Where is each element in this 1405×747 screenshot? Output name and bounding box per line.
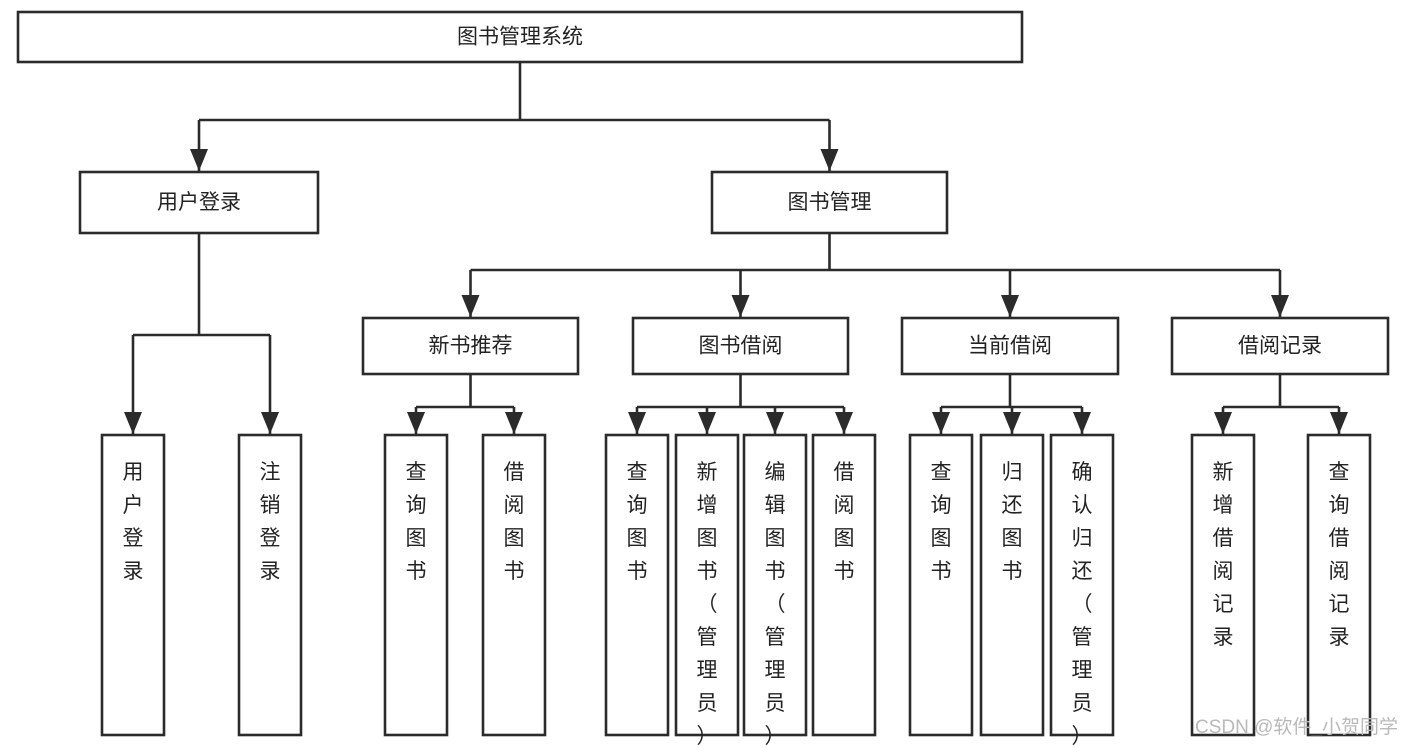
node-leaf-return-book[interactable]: 归还图书 (979, 433, 1045, 737)
node-label: 用户登录 (123, 461, 144, 583)
arrow-head-icon (124, 412, 142, 434)
node-leaf-edit-book[interactable]: 编辑图书（管理员） (742, 433, 808, 747)
node-leaf-add-record[interactable]: 新增借阅记录 (1190, 433, 1256, 737)
arrow-head-icon (1214, 412, 1232, 434)
node-leaf-query-record[interactable]: 查询借阅记录 (1306, 433, 1372, 737)
node-user-login[interactable]: 用户登录 (78, 170, 320, 235)
node-leaf-add-book[interactable]: 新增图书（管理员） (674, 433, 740, 747)
node-label: 查询图书 (406, 461, 427, 583)
node-label: 查询借阅记录 (1329, 461, 1350, 649)
arrow-head-icon (731, 295, 750, 317)
node-label: 确认归还（管理员） (1072, 461, 1093, 747)
node-label: 当前借阅 (968, 335, 1052, 358)
node-layer: 图书管理系统用户登录图书管理新书推荐图书借阅当前借阅借阅记录用户登录注销登录查询… (16, 10, 1390, 747)
node-label: 图书管理 (788, 191, 872, 214)
arrow-head-icon (766, 412, 784, 434)
node-label: 归还图书 (1002, 461, 1023, 583)
node-leaf-confirm-return[interactable]: 确认归还（管理员） (1049, 433, 1115, 747)
node-label: 借阅图书 (834, 461, 855, 583)
node-label: 新增借阅记录 (1213, 461, 1234, 649)
node-label: 查询图书 (931, 461, 952, 583)
arrow-head-icon (628, 412, 646, 434)
node-label: 借阅图书 (504, 461, 525, 583)
node-leaf-query-book-2[interactable]: 查询图书 (604, 433, 670, 737)
arrow-head-icon (261, 412, 279, 434)
node-leaf-user-logout[interactable]: 注销登录 (237, 433, 303, 737)
arrow-head-icon (932, 412, 950, 434)
node-label: 编辑图书（管理员） (765, 461, 786, 747)
node-label: 图书管理系统 (457, 26, 583, 49)
arrow-head-icon (1271, 295, 1289, 317)
node-leaf-borrow-book-1[interactable]: 借阅图书 (481, 433, 547, 737)
node-label: 用户登录 (157, 191, 241, 214)
arrow-head-icon (461, 295, 480, 317)
arrow-head-icon (1003, 412, 1021, 434)
node-leaf-query-book-1[interactable]: 查询图书 (383, 433, 449, 737)
arrow-head-icon (190, 149, 208, 171)
arrow-head-icon (1001, 295, 1019, 317)
node-label: 查询图书 (627, 461, 648, 583)
arrow-head-icon (1330, 412, 1348, 434)
node-label: 借阅记录 (1238, 335, 1322, 358)
arrow-head-icon (820, 149, 839, 171)
arrow-head-icon (407, 412, 425, 434)
arrow-head-icon (505, 412, 523, 434)
node-borrow-record[interactable]: 借阅记录 (1170, 316, 1390, 376)
node-label: 新书推荐 (429, 335, 513, 358)
node-new-book-recommend[interactable]: 新书推荐 (361, 316, 580, 376)
arrow-head-icon (835, 412, 853, 434)
node-leaf-user-login[interactable]: 用户登录 (100, 433, 166, 737)
node-book-borrow[interactable]: 图书借阅 (631, 316, 850, 376)
node-label: 注销登录 (260, 461, 281, 583)
watermark-layer: CSDN @软件_小贺同学 (1195, 716, 1398, 738)
node-label: 新增图书（管理员） (697, 461, 718, 747)
node-leaf-query-book-3[interactable]: 查询图书 (908, 433, 974, 737)
csdn-watermark: CSDN @软件_小贺同学 (1195, 716, 1398, 738)
connector-layer (124, 62, 1348, 434)
node-leaf-borrow-book-2[interactable]: 借阅图书 (811, 433, 877, 737)
arrow-head-icon (698, 412, 716, 434)
node-label: 图书借阅 (699, 335, 783, 358)
node-book-management[interactable]: 图书管理 (710, 170, 949, 235)
node-root[interactable]: 图书管理系统 (16, 10, 1024, 64)
node-current-borrow[interactable]: 当前借阅 (900, 316, 1120, 376)
arrow-head-icon (1073, 412, 1091, 434)
